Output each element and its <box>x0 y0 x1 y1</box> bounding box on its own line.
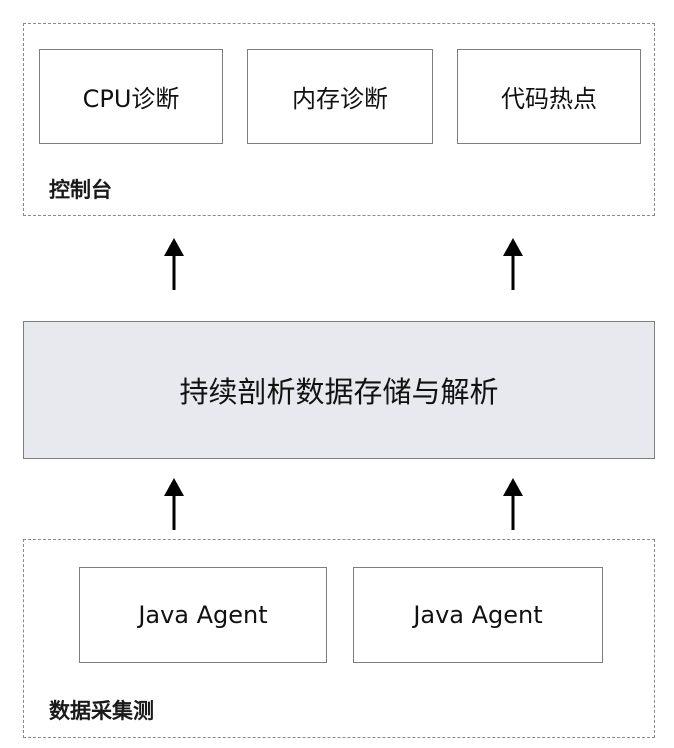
cpu-diagnosis-box: CPU诊断 <box>39 49 223 144</box>
java-agent-box-1: Java Agent <box>79 567 327 663</box>
code-hotspot-box: 代码热点 <box>457 49 641 144</box>
console-group <box>23 23 655 216</box>
java-agent-box-2: Java Agent <box>353 567 603 663</box>
profiling-storage-box: 持续剖析数据存储与解析 <box>23 321 655 459</box>
memory-diagnosis-box: 内存诊断 <box>247 49 433 144</box>
up-arrow-icon <box>503 238 523 290</box>
up-arrow-icon <box>164 478 184 530</box>
collection-group-label: 数据采集测 <box>49 699 154 723</box>
up-arrow-icon <box>503 478 523 530</box>
console-group-label: 控制台 <box>49 178 112 202</box>
up-arrow-icon <box>164 238 184 290</box>
collection-group <box>23 539 655 738</box>
